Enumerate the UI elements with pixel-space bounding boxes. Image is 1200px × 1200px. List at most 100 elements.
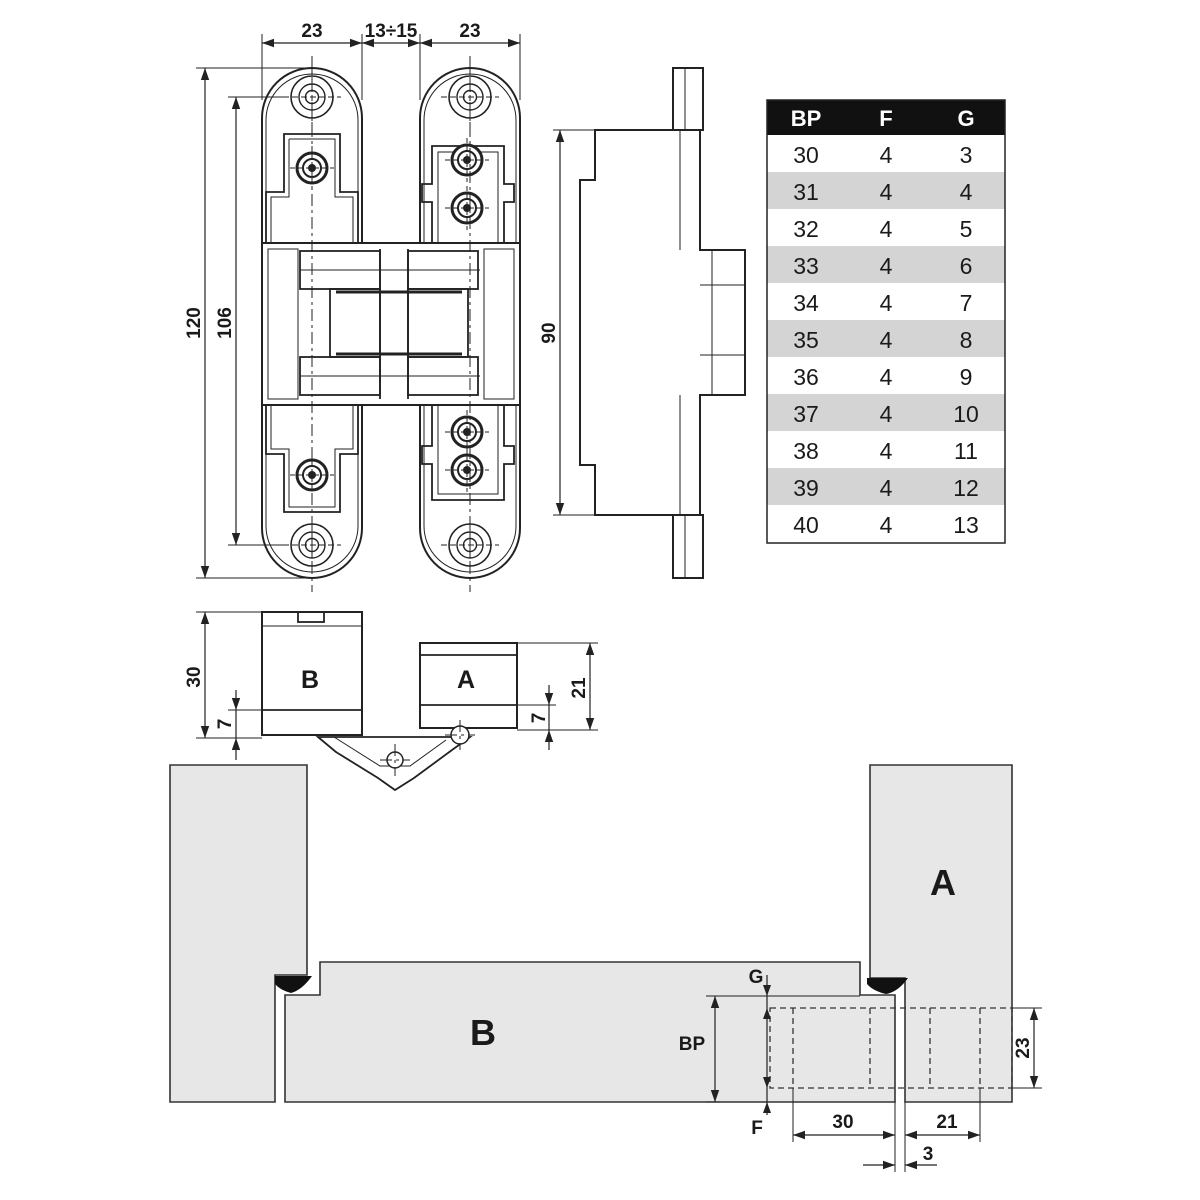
- dim-hinge-width: 23: [1013, 1037, 1034, 1058]
- left-leaf-edge: [265, 73, 359, 573]
- flange-top: [672, 67, 704, 131]
- table-cell-bp: 30: [793, 142, 819, 168]
- label-door-b: B: [470, 1012, 496, 1053]
- table-row: 35 4 8: [767, 320, 1005, 357]
- dim-leaf-left: 23: [301, 21, 322, 42]
- table-cell-f: 4: [880, 401, 893, 427]
- table-cell-bp: 40: [793, 512, 819, 538]
- dim-door-depth: 30: [832, 1112, 853, 1133]
- side-view: 90: [539, 67, 746, 579]
- dim-block-b-height: 30: [184, 666, 205, 687]
- table-row-background: [767, 320, 1005, 357]
- table-cell-bp: 39: [793, 475, 819, 501]
- table-cell-g: 4: [960, 179, 973, 205]
- table-cell-bp: 33: [793, 253, 819, 279]
- dim-leaf-right: 23: [459, 21, 480, 42]
- right-lower-pocket: [421, 404, 515, 501]
- dim-gap: 3: [923, 1144, 934, 1165]
- table-cell-bp: 35: [793, 327, 819, 353]
- table-row-background: [767, 357, 1005, 394]
- table-row-background: [767, 505, 1005, 542]
- left-lower-pocket: [265, 404, 359, 513]
- arrowhead: [763, 985, 771, 996]
- dim-label-g: G: [749, 967, 764, 988]
- dim-hole-spacing: 106: [215, 307, 236, 339]
- table-header: [767, 100, 1005, 135]
- hinge-mechanism: [261, 242, 521, 406]
- arrowhead: [763, 1077, 771, 1088]
- table-cell-g: 6: [960, 253, 973, 279]
- table-cell-f: 4: [880, 216, 893, 242]
- label-block-a: A: [457, 666, 475, 694]
- table-row: 38 4 11: [767, 431, 1005, 468]
- arrowhead: [763, 1008, 771, 1019]
- label-block-b: B: [301, 666, 319, 694]
- door-b: [284, 961, 896, 1103]
- table-row: 32 4 5: [767, 209, 1005, 246]
- table-row-background: [767, 172, 1005, 209]
- table-cell-f: 4: [880, 142, 893, 168]
- table-cell-g: 7: [960, 290, 973, 316]
- table-cell-g: 10: [953, 401, 979, 427]
- right-leaf-edge: [423, 73, 517, 573]
- table-cell-g: 13: [953, 512, 979, 538]
- left-upper-pocket-inner: [270, 138, 354, 243]
- dim-body-height: 90: [539, 322, 560, 343]
- table-cell-g: 8: [960, 327, 973, 353]
- front-view: [261, 56, 521, 592]
- flange-bottom: [672, 514, 704, 579]
- table-cell-bp: 32: [793, 216, 819, 242]
- hinge-recess: [769, 1007, 1013, 1089]
- table-row: 40 4 13: [767, 505, 1005, 542]
- table-cell-g: 5: [960, 216, 973, 242]
- table-cell-bp: 37: [793, 401, 819, 427]
- installation-section: A B G F BP 30 21 3 23: [169, 764, 1042, 1172]
- table-header-bp: BP: [791, 106, 822, 131]
- mechanism-right-rail: [483, 248, 515, 400]
- table-cell-f: 4: [880, 179, 893, 205]
- dim-label-bp: BP: [679, 1034, 706, 1055]
- table-header-f: F: [879, 106, 892, 131]
- table-cell-g: 3: [960, 142, 973, 168]
- left-frame: [169, 764, 308, 1103]
- table-cell-f: 4: [880, 475, 893, 501]
- side-body: [579, 129, 746, 516]
- left-lower-pocket-inner: [270, 405, 354, 508]
- block-b: [261, 611, 363, 736]
- mechanism-left-rail: [267, 248, 299, 400]
- table-row-background: [767, 246, 1005, 283]
- dim-block-a-height: 21: [569, 677, 590, 699]
- dim-block-b-offset: 7: [215, 719, 236, 730]
- table-border: [766, 99, 1006, 544]
- table-row-background: [767, 394, 1005, 431]
- top-view: B A 30 7 21 7: [184, 611, 598, 792]
- table-cell-bp: 36: [793, 364, 819, 390]
- table-row-background: [767, 431, 1005, 468]
- table-row-background: [767, 135, 1005, 172]
- table-row-background: [767, 468, 1005, 505]
- dim-gap: 13÷15: [365, 21, 418, 42]
- dim-total-height: 120: [184, 307, 205, 339]
- table-cell-bp: 38: [793, 438, 819, 464]
- table-cell-f: 4: [880, 438, 893, 464]
- table-row-background: [767, 283, 1005, 320]
- table-cell-g: 9: [960, 364, 973, 390]
- label-frame-a: A: [930, 862, 956, 903]
- table-row: 37 4 10: [767, 394, 1005, 431]
- arrowhead: [763, 1102, 771, 1113]
- block-a: [419, 642, 518, 729]
- front-view-dimensions: 23 13÷15 23 120 106: [184, 21, 521, 579]
- dim-block-a-offset: 7: [529, 713, 550, 724]
- table-cell-g: 11: [954, 438, 978, 464]
- table-cell-bp: 34: [793, 290, 819, 316]
- table-cell-f: 4: [880, 327, 893, 353]
- table-cell-f: 4: [880, 512, 893, 538]
- right-seal: [867, 978, 908, 994]
